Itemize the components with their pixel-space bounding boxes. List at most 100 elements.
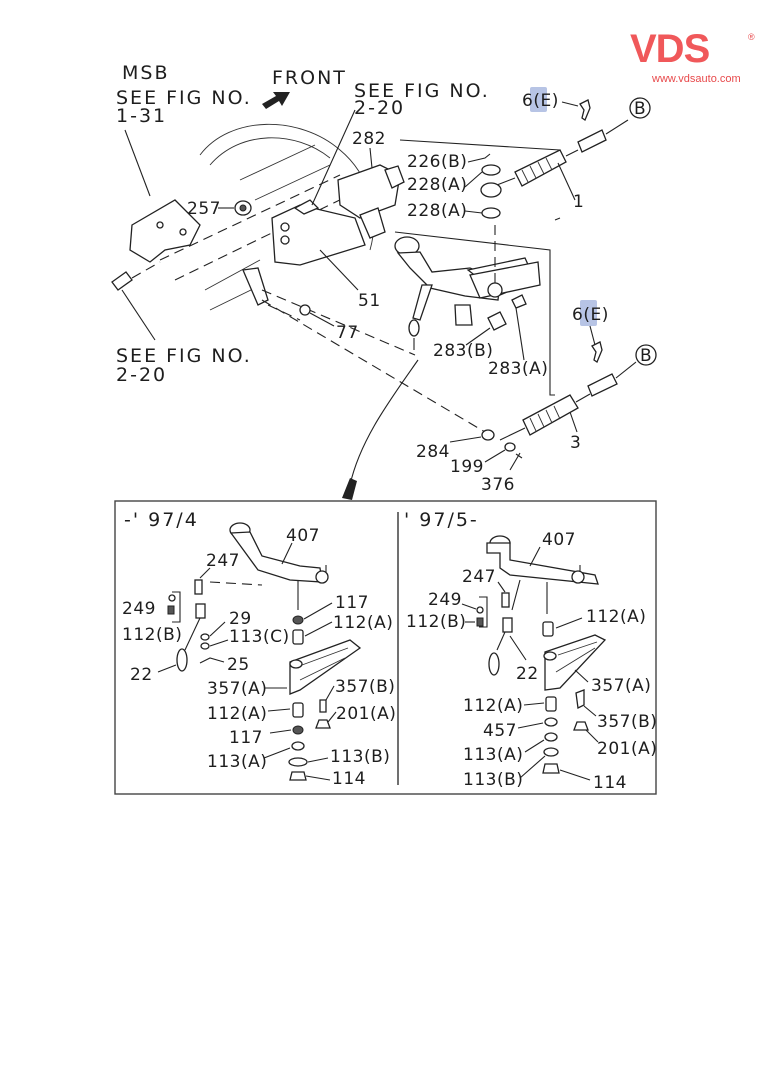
part-22-joint [488, 652, 500, 676]
callout-247: 247 [462, 567, 496, 587]
detail-box [114, 500, 657, 795]
callout-112a-top: 112(A) [586, 607, 646, 627]
note-see-fig-2-20-bottom-line1: SEE FIG NO. [116, 345, 252, 367]
callout-407: 407 [286, 526, 320, 546]
lower-bracket [242, 267, 269, 306]
front-arrow-icon [262, 92, 290, 109]
panel-title: ' 97/5- [404, 509, 479, 531]
shift-lever-assembly [394, 225, 541, 350]
part-357b-plate [319, 699, 327, 713]
callout-357a: 357(A) [207, 679, 267, 699]
callout-22: 22 [516, 664, 539, 684]
callout-357b: 357(B) [335, 677, 395, 697]
callout-25: 25 [227, 655, 250, 675]
part-407-lever [486, 542, 599, 585]
callout-b-top: B [634, 99, 646, 119]
detail-panel-97-4: -' 97/4 407 247 249 112(B) 22 29 113(C) [122, 509, 396, 789]
highlight-6e-top [530, 87, 547, 112]
callout-282: 282 [352, 129, 386, 149]
clip-icon-2 [591, 341, 603, 363]
callout-247: 247 [206, 551, 240, 571]
callout-112a-top: 112(A) [333, 613, 393, 633]
note-see-fig-1-31-line1: SEE FIG NO. [116, 87, 252, 109]
note-see-fig-1-31-line2: 1-31 [116, 105, 167, 127]
part-247-bolt [194, 579, 203, 595]
logo-url[interactable]: www.vdsauto.com [651, 73, 741, 85]
part-357a-arm [289, 639, 362, 695]
part-284-washer [481, 429, 495, 441]
callout-112a-bottom: 112(A) [463, 696, 523, 716]
main-diagram: MSB SEE FIG NO. 1-31 FRONT SEE FIG NO. 2… [111, 62, 657, 500]
callout-357a: 357(A) [591, 676, 651, 696]
callout-283a: 283(A) [488, 359, 548, 379]
callout-376: 376 [481, 475, 515, 495]
callout-284: 284 [416, 442, 450, 462]
callout-112b: 112(B) [122, 625, 182, 645]
callout-113a: 113(A) [207, 752, 267, 772]
note-msb: MSB [122, 62, 170, 84]
highlight-6e-bottom [580, 300, 597, 326]
callout-228a-1: 228(A) [407, 175, 467, 195]
part-51-bracket [271, 109, 366, 291]
clip-icon [579, 99, 591, 121]
callout-112a-bottom: 112(A) [207, 704, 267, 724]
part-457-oring [544, 717, 558, 727]
callout-228a-2: 228(A) [407, 201, 467, 221]
detail-panel-97-5: ' 97/5- 407 247 249 112(B) 22 112(A) [404, 509, 657, 793]
callout-199: 199 [450, 457, 484, 477]
callout-117-bottom: 117 [229, 728, 263, 748]
part-282-bracket [337, 147, 405, 239]
callout-b-bottom: B [640, 346, 652, 366]
callout-113c: 113(C) [229, 627, 290, 647]
callout-6e-top[interactable]: 6(E) [522, 91, 559, 111]
callout-257: 257 [187, 199, 221, 219]
callout-6e-bottom[interactable]: 6(E) [572, 305, 609, 325]
part-3-cable-bottom [499, 361, 637, 441]
registered-mark: ® [748, 32, 755, 42]
part-407-lever [229, 531, 323, 583]
note-see-fig-2-20-bottom-line2: 2-20 [116, 364, 167, 386]
callout-283b: 283(B) [433, 341, 493, 361]
panel-title: -' 97/4 [124, 509, 199, 531]
callout-3: 3 [570, 433, 581, 453]
note-see-fig-2-20-top-line2: 2-20 [354, 97, 405, 119]
vds-logo[interactable]: VDS ® www.vdsauto.com [630, 27, 755, 85]
callout-29: 29 [229, 609, 252, 629]
part-357a-arm [544, 634, 607, 691]
connector-b-top-circle [629, 97, 651, 119]
part-22-joint [176, 648, 188, 672]
transmission-housing [159, 123, 375, 311]
callout-51: 51 [358, 291, 381, 311]
note-see-fig-2-20-top-line1: SEE FIG NO. [354, 80, 490, 102]
part-283b-bolt [487, 311, 507, 331]
callout-457: 457 [483, 721, 517, 741]
callout-113b: 113(B) [463, 770, 523, 790]
callout-112b: 112(B) [406, 612, 466, 632]
part-357b-plate [575, 689, 585, 709]
callout-249: 249 [122, 599, 156, 619]
callout-77: 77 [336, 323, 359, 343]
bolt-icon [111, 271, 133, 291]
part-228a-washer [481, 164, 501, 176]
part-376-pin [509, 452, 523, 471]
callout-407: 407 [542, 530, 576, 550]
callout-226b: 226(B) [407, 152, 467, 172]
part-199-washer [504, 442, 516, 452]
callout-249: 249 [428, 590, 462, 610]
part-1-cable-top [399, 119, 629, 221]
callout-113b: 113(B) [330, 747, 390, 767]
logo-text: VDS [630, 27, 710, 71]
part-247-bolt [501, 592, 510, 608]
part-77-nut [299, 304, 311, 316]
callout-201a: 201(A) [336, 704, 396, 724]
callout-114: 114 [332, 769, 366, 789]
pointer-arrow-icon [342, 478, 357, 500]
msb-bracket [111, 129, 201, 341]
callout-201a: 201(A) [597, 739, 657, 759]
part-283a-bolt [511, 294, 527, 309]
callout-357b: 357(B) [597, 712, 657, 732]
callout-117-top: 117 [335, 593, 369, 613]
callout-1: 1 [573, 192, 584, 212]
part-228a-washer-2 [481, 207, 501, 219]
